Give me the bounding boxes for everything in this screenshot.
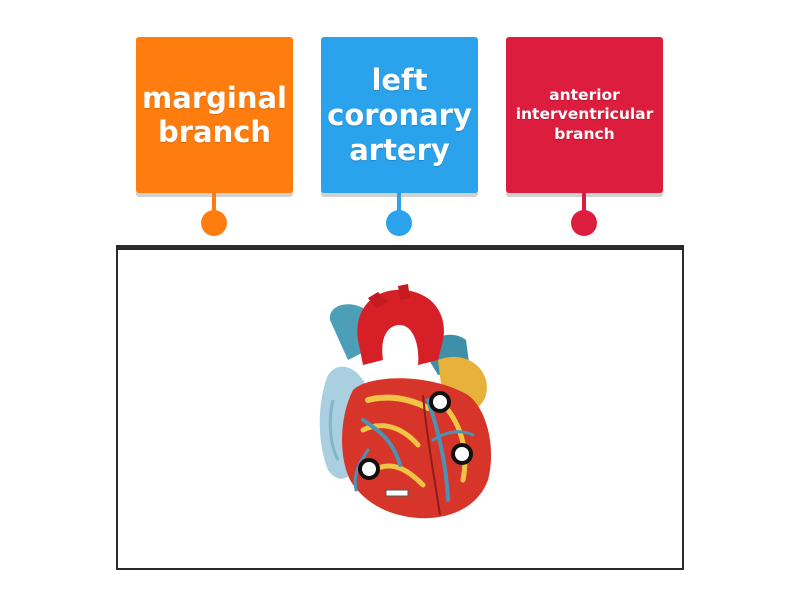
label-card-text: left coronary artery [327, 62, 472, 167]
card-pin[interactable] [571, 210, 597, 236]
diagram-hotspot-3[interactable] [358, 458, 380, 480]
diagram-hotspot-1[interactable] [429, 391, 451, 413]
label-card-anterior-interventricular-branch[interactable]: anterior interventricular branch [506, 37, 663, 193]
label-card-text: anterior interventricular branch [515, 85, 654, 143]
diagram-board [116, 245, 684, 570]
label-card-text: marginal branch [142, 81, 287, 149]
card-pin[interactable] [386, 210, 412, 236]
card-connector [582, 193, 586, 213]
diagram-hotspot-2[interactable] [451, 443, 473, 465]
heart-model-icon [308, 280, 518, 530]
card-connector [397, 193, 401, 213]
card-pin[interactable] [201, 210, 227, 236]
label-card-marginal-branch[interactable]: marginal branch [136, 37, 293, 193]
card-connector [212, 193, 216, 213]
label-card-left-coronary-artery[interactable]: left coronary artery [321, 37, 478, 193]
